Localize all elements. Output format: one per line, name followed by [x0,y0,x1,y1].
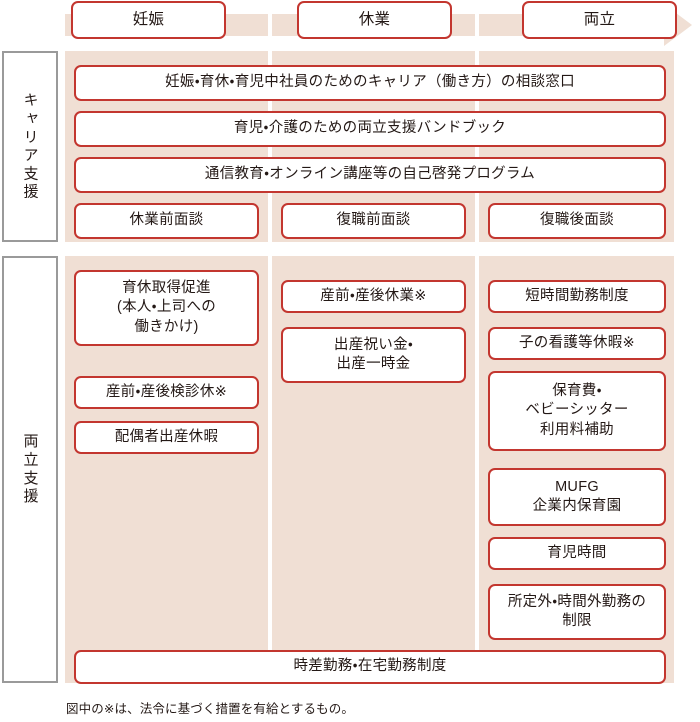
section-label-balance-support: 両立支援 [2,256,58,683]
balance-item-prenatal-postnatal-checkup-leave[interactable]: 産前・産後検診休※ [74,376,259,409]
balance-column-band-leave [272,256,475,683]
balance-item-spouse-childbirth-leave[interactable]: 配偶者出産休暇 [74,421,259,454]
balance-item-childbirth-allowance[interactable]: 出産祝い金・出産一時金 [281,327,466,383]
balance-item-overtime-restriction[interactable]: 所定外・時間外勤務の制限 [488,584,666,640]
phase-chip-pregnancy[interactable]: 妊娠 [71,1,226,39]
career-item-pre-return-interview[interactable]: 復職前面談 [281,203,466,239]
balance-item-childcare-time[interactable]: 育児時間 [488,537,666,570]
section-label-balance-support-text: 両立支援 [21,432,39,507]
footnote-text: 図中の※は、法令に基づく措置を有給とするもの。 [66,702,354,716]
career-item-post-return-interview[interactable]: 復職後面談 [488,203,666,239]
balance-item-maternity-leave[interactable]: 産前・産後休業※ [281,280,466,313]
phase-chip-leave[interactable]: 休業 [297,1,452,39]
career-item-self-development-program[interactable]: 通信教育・オンライン講座等の自己啓発プログラム [74,157,666,193]
balance-item-short-time-work-system[interactable]: 短時間勤務制度 [488,280,666,313]
career-item-pre-leave-interview[interactable]: 休業前面談 [74,203,259,239]
balance-item-child-nursing-leave[interactable]: 子の看護等休暇※ [488,327,666,360]
career-item-handbook[interactable]: 育児・介護のための両立支援バンドブック [74,111,666,147]
balance-item-childcare-babysitter-subsidy[interactable]: 保育費・ベビーシッター利用料補助 [488,371,666,451]
section-label-career-support: キャリア支援 [2,51,58,242]
career-item-consultation-desk[interactable]: 妊娠・育休・育児中社員のためのキャリア（働き方）の相談窓口 [74,65,666,101]
balance-item-staggered-remote-work[interactable]: 時差勤務・在宅勤務制度 [74,650,666,684]
balance-item-childcare-leave-promotion[interactable]: 育休取得促進(本人・上司への働きかけ) [74,270,259,346]
phase-timeline: 妊娠 休業 両立 [0,0,700,46]
section-label-career-support-text: キャリア支援 [21,91,39,202]
phase-chip-balance[interactable]: 両立 [522,1,677,39]
